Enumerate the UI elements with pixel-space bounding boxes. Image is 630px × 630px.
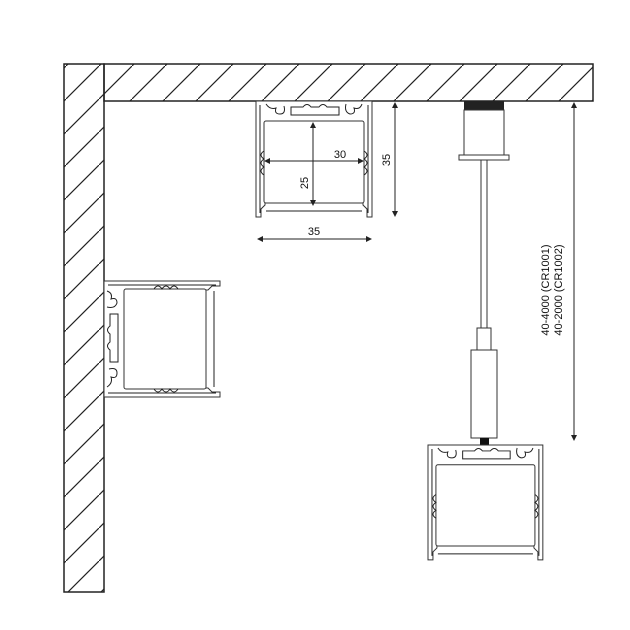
- wall: [63, 63, 105, 593]
- inner-width-dimension-label: 30: [334, 149, 346, 161]
- cable-gripper-body: [470, 349, 498, 439]
- suspension-cable: [480, 159, 488, 329]
- canopy-flange: [458, 154, 510, 161]
- height-dimension-label: 35: [381, 154, 393, 166]
- width-dimension-label: 35: [308, 226, 320, 238]
- gripper-joint: [480, 438, 489, 446]
- wall-mounted-profile: [103, 280, 221, 398]
- ceiling-canopy: [463, 109, 505, 156]
- surface-mounted-profile: [255, 100, 373, 218]
- ceiling: [103, 63, 594, 102]
- cable-gripper-sleeve: [476, 327, 492, 351]
- suspension-length-label-cr1001: 40-4000 (CR1001): [540, 244, 552, 335]
- pendant-profile: [427, 444, 544, 561]
- inner-height-dimension-label: 25: [299, 177, 311, 189]
- suspension-length-label-cr1002: 40-2000 (CR1002): [553, 244, 565, 335]
- ceiling-canopy-base: [464, 101, 504, 110]
